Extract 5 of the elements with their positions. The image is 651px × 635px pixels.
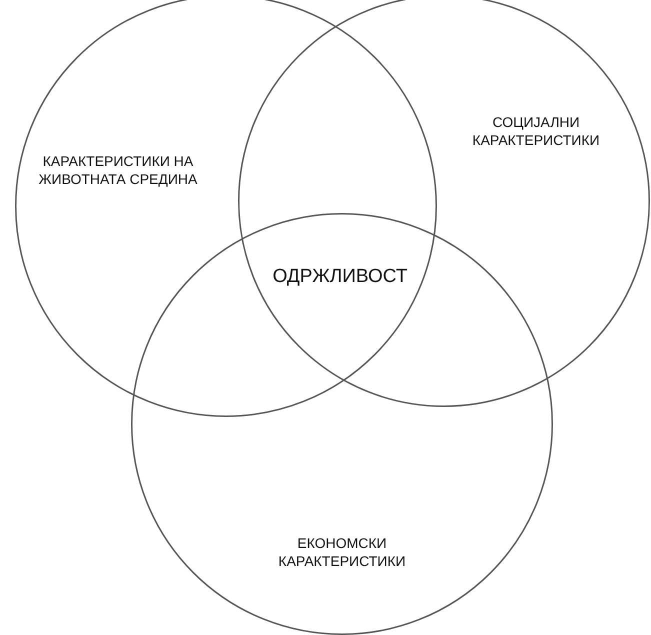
circle-label: КАРАКТЕРИСТИКИ НА ЖИВОТНАТА СРЕДИНА (38, 152, 198, 188)
intersection-label: ОДРЖЛИВОСТ (272, 266, 408, 288)
circle-label: ЕКОНОМСКИ КАРАКТЕРИСТИКИ (277, 534, 407, 570)
circle-label: СОЦИЈАЛНИ КАРАКТЕРИСТИКИ (471, 113, 601, 149)
venn-circle (131, 213, 553, 635)
